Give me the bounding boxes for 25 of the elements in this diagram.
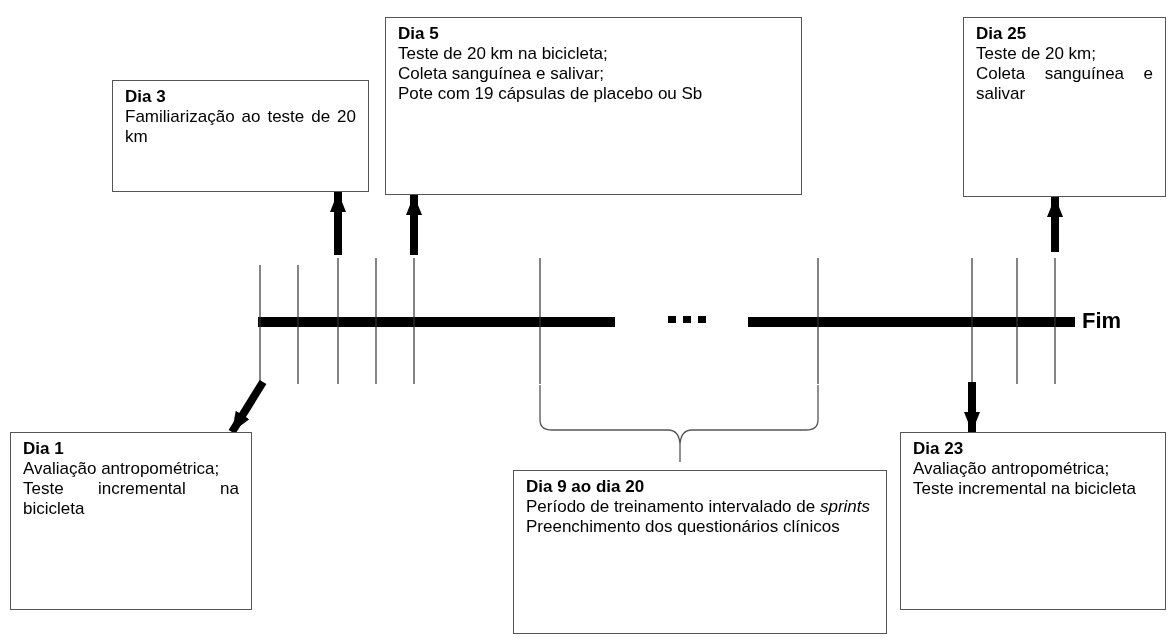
event-text: Preenchimento dos questionários clínicos bbox=[526, 517, 841, 537]
day-heading: Dia 5 bbox=[398, 24, 440, 44]
event-text: Teste de 20 km na bicicleta; bbox=[398, 44, 609, 64]
event-text: Avaliação antropométrica; bbox=[913, 459, 1111, 479]
event-box bbox=[112, 80, 369, 192]
event-text: Período de treinamento intervalado de sprints bbox=[526, 497, 871, 517]
event-text: Teste de 20 km; bbox=[976, 44, 1097, 64]
event-box bbox=[513, 470, 887, 634]
event-text: Coleta sanguínea e salivar bbox=[976, 64, 1153, 104]
event-box bbox=[963, 17, 1166, 197]
event-box bbox=[10, 432, 252, 610]
day-heading: Dia 9 ao dia 20 bbox=[526, 477, 646, 497]
event-text: Pote com 19 cápsulas de placebo ou Sb bbox=[398, 84, 704, 104]
event-box bbox=[385, 17, 802, 195]
day-heading: Dia 25 bbox=[976, 24, 1028, 44]
day-heading: Dia 1 bbox=[23, 439, 65, 459]
timeline-end-label: Fim bbox=[1082, 308, 1122, 334]
event-text: Coleta sanguínea e salivar; bbox=[398, 64, 606, 84]
event-text: Avaliação antropométrica; bbox=[23, 459, 221, 479]
event-text: Teste incremental na bicicleta bbox=[23, 479, 239, 519]
day-heading: Dia 3 bbox=[125, 87, 167, 107]
event-text: Familiarização ao teste de 20 km bbox=[125, 107, 356, 147]
event-text: Teste incremental na bicicleta bbox=[913, 479, 1137, 499]
day-heading: Dia 23 bbox=[913, 439, 965, 459]
event-box bbox=[900, 432, 1166, 610]
